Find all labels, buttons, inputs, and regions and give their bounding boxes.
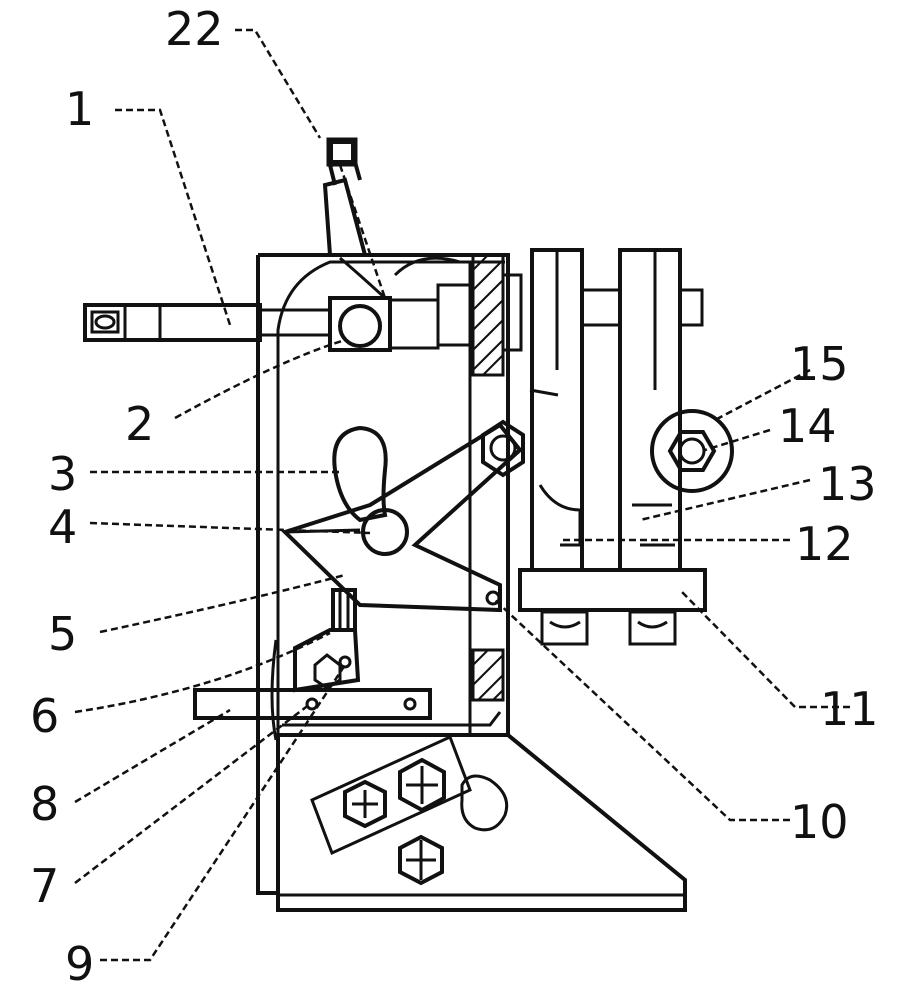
base-top-rim — [282, 711, 502, 727]
leader-8 — [74, 708, 231, 804]
leader-14 — [704, 428, 771, 452]
callout-10: 10 — [790, 795, 849, 849]
callout-14: 14 — [778, 399, 837, 453]
part-11-crossbar — [518, 568, 707, 646]
part-14-15-nut — [650, 409, 734, 493]
plate-hex-bolt — [481, 419, 525, 478]
inner-lower-curve — [270, 639, 278, 741]
callout-5: 5 — [48, 607, 77, 661]
callout-labels: 22 1 2 3 4 5 6 8 7 9 10 11 12 13 14 15 — [30, 2, 879, 991]
part-8-bar — [193, 688, 432, 720]
lever-pin — [485, 590, 501, 606]
leader-2 — [174, 338, 346, 420]
frame-left-edge — [256, 255, 278, 895]
lower-hatched-block — [471, 648, 505, 702]
leader-15 — [714, 368, 811, 422]
inner-plate-outline — [276, 260, 505, 893]
rod-body — [83, 303, 262, 342]
callout-1: 1 — [65, 82, 94, 136]
callout-4: 4 — [48, 500, 77, 554]
washer — [650, 409, 734, 493]
leader-22b — [338, 164, 387, 299]
leader-13 — [639, 478, 811, 522]
crossbar-body — [518, 568, 707, 612]
callout-3: 3 — [48, 447, 77, 501]
hex-bolt-left — [343, 779, 387, 829]
callout-7: 7 — [30, 859, 59, 913]
column-right — [618, 248, 682, 572]
base-slot — [460, 774, 509, 832]
hex-bolt-right — [398, 757, 446, 813]
block-hole — [338, 304, 382, 348]
bar-body — [193, 688, 432, 720]
right-column-assembly — [529, 248, 704, 572]
callout-13: 13 — [818, 457, 877, 511]
leader-22 — [235, 28, 322, 139]
base-assembly — [276, 711, 687, 912]
leader-1 — [115, 108, 232, 326]
callout-2: 2 — [125, 397, 154, 451]
part-2-block — [328, 273, 523, 352]
leader-9 — [100, 664, 347, 962]
frame-top-right-edge — [258, 253, 510, 735]
callout-8: 8 — [30, 777, 59, 831]
callout-9: 9 — [65, 937, 94, 991]
callout-12: 12 — [795, 517, 854, 571]
callout-6: 6 — [30, 689, 59, 743]
lever-body — [281, 422, 523, 613]
cable-end — [339, 256, 387, 300]
leader-5 — [99, 573, 346, 634]
hex-bolt-bottom — [398, 834, 444, 886]
bracket-base — [293, 628, 361, 693]
bolt-plate — [310, 734, 472, 856]
part-1-rod — [83, 303, 330, 342]
leader-lines — [74, 28, 850, 962]
top-bump — [393, 256, 461, 277]
lever-pivot — [361, 508, 409, 556]
part-6-bracket — [293, 588, 361, 693]
callout-11: 11 — [820, 682, 879, 736]
leader-11 — [679, 589, 850, 709]
leader-10 — [494, 599, 790, 822]
main-frame — [256, 253, 510, 895]
leader-6 — [74, 631, 331, 714]
hex-nut — [667, 430, 717, 472]
callout-15: 15 — [790, 337, 849, 391]
base-plate — [276, 733, 687, 912]
leader-4 — [89, 521, 371, 535]
leader-7 — [74, 703, 311, 884]
part-22-cable — [322, 137, 387, 300]
callout-22: 22 — [165, 2, 224, 56]
